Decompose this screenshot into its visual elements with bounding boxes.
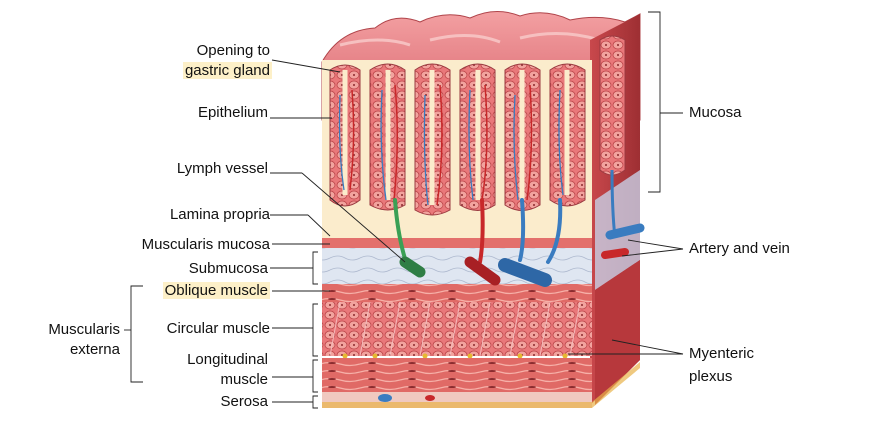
label-mucosa: Mucosa bbox=[689, 104, 742, 121]
label-circular-muscle: Circular muscle bbox=[166, 320, 270, 337]
label-longitudinal-muscle-line1: Longitudinal bbox=[187, 351, 268, 368]
label-lymph-vessel: Lymph vessel bbox=[176, 160, 268, 177]
label-serosa: Serosa bbox=[220, 393, 268, 410]
label-artery-and-vein: Artery and vein bbox=[689, 240, 790, 257]
label-muscularis-mucosa: Muscularis mucosa bbox=[141, 236, 270, 253]
label-oblique-muscle: Oblique muscle bbox=[130, 282, 270, 299]
label-opening-to-gastric-gland-line1: Opening to bbox=[196, 42, 270, 59]
label-myenteric-plexus-line2: plexus bbox=[689, 368, 733, 385]
highlight-gastric-gland: gastric gland bbox=[182, 62, 272, 79]
highlight-oblique-muscle: Oblique muscle bbox=[162, 282, 270, 299]
label-longitudinal-muscle-line2: muscle bbox=[220, 371, 268, 388]
label-muscularis-externa-line1: Muscularis bbox=[48, 321, 120, 338]
label-muscularis-externa-line2: externa bbox=[69, 341, 120, 358]
label-epithelium: Epithelium bbox=[197, 104, 268, 121]
label-opening-to-gastric-gland-line2: gastric gland bbox=[150, 62, 272, 79]
label-myenteric-plexus-line1: Myenteric bbox=[689, 345, 755, 362]
label-submucosa: Submucosa bbox=[188, 260, 268, 277]
label-lamina-propria: Lamina propria bbox=[169, 206, 270, 223]
